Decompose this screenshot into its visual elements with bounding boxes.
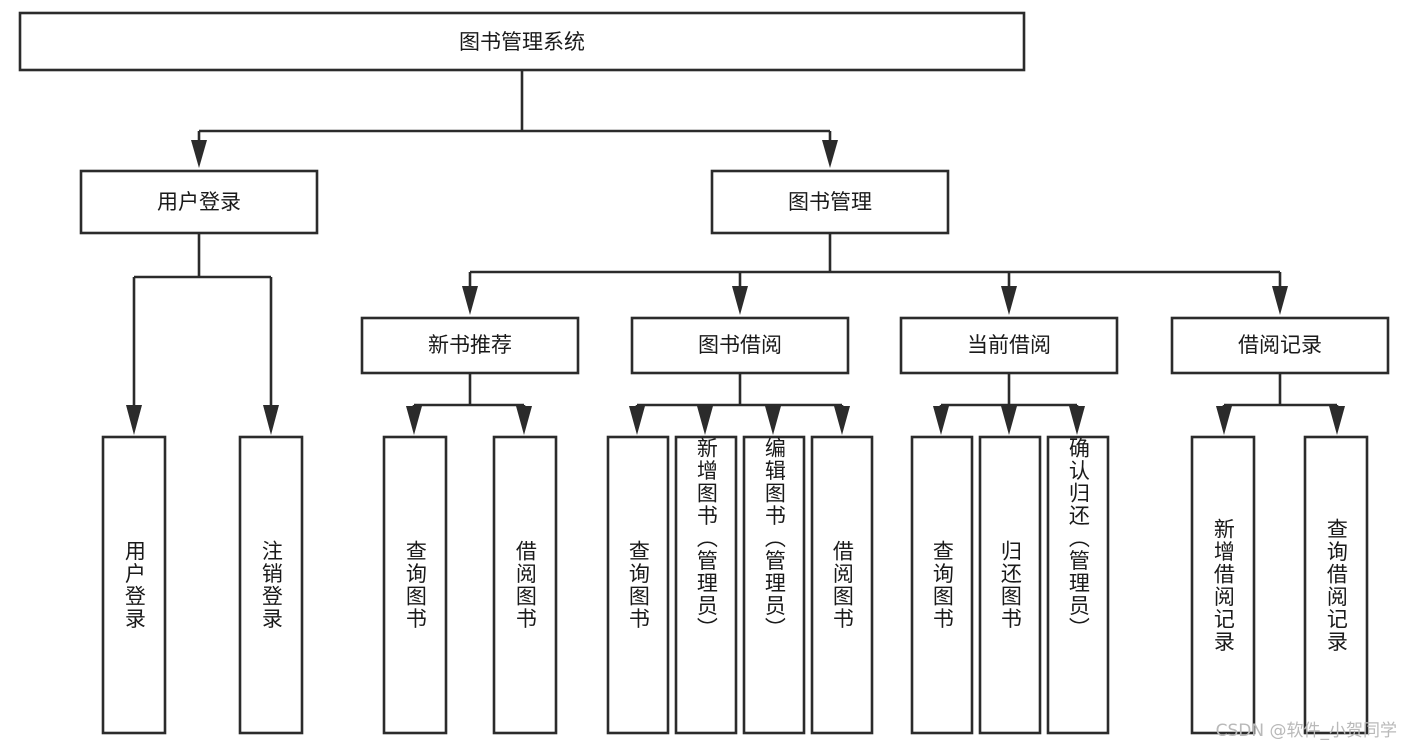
node-label-root: 图书管理系统 <box>459 30 585 54</box>
connector-group-current-borrow <box>933 373 1085 435</box>
arrow-head-leaf-add-book <box>697 406 713 435</box>
connector-group-new-book-recommend <box>406 373 532 435</box>
node-box-leaf-return-book[interactable] <box>978 435 1042 735</box>
node-box-leaf-confirm-return[interactable] <box>1046 435 1110 735</box>
node-box-leaf-borrow-book-1[interactable] <box>492 435 558 735</box>
node-label-current-borrow: 当前借阅 <box>967 333 1051 357</box>
connector-group-user-login <box>126 233 279 435</box>
arrow-head-book-manage <box>822 140 838 168</box>
node-box-leaf-user-login[interactable] <box>101 435 167 735</box>
connector-group-book-manage <box>462 233 1288 315</box>
arrow-head-leaf-user-logout <box>263 405 279 435</box>
arrow-head-leaf-query-record <box>1329 406 1345 435</box>
arrow-head-leaf-query-book-1 <box>406 406 422 435</box>
arrow-head-leaf-user-login <box>126 405 142 435</box>
node-box-leaf-edit-book[interactable] <box>742 435 806 735</box>
connector-group-root <box>191 70 838 168</box>
arrow-head-new-book-recommend <box>462 286 478 315</box>
arrow-head-leaf-query-book-2 <box>629 406 645 435</box>
node-box-root[interactable] <box>18 11 1026 72</box>
node-box-new-book-recommend[interactable] <box>360 316 580 375</box>
node-box-leaf-query-book-3[interactable] <box>910 435 974 735</box>
node-box-leaf-query-record[interactable] <box>1303 435 1369 735</box>
node-label-new-book-recommend: 新书推荐 <box>428 333 512 357</box>
arrow-head-borrow-record <box>1272 286 1288 315</box>
node-box-book-borrow[interactable] <box>630 316 850 375</box>
arrow-head-book-borrow <box>732 286 748 315</box>
arrow-head-user-login <box>191 140 207 168</box>
node-box-leaf-query-book-2[interactable] <box>606 435 670 735</box>
arrow-head-leaf-edit-book <box>765 406 781 435</box>
node-box-leaf-add-book[interactable] <box>674 435 738 735</box>
arrow-head-current-borrow <box>1001 286 1017 315</box>
node-box-book-manage[interactable] <box>710 169 950 235</box>
node-label-user-login: 用户登录 <box>157 190 241 214</box>
node-box-current-borrow[interactable] <box>899 316 1119 375</box>
arrow-head-leaf-return-book <box>1001 406 1017 435</box>
node-box-leaf-user-logout[interactable] <box>238 435 304 735</box>
node-label-book-manage: 图书管理 <box>788 190 872 214</box>
node-box-leaf-query-book-1[interactable] <box>382 435 448 735</box>
arrow-head-leaf-query-book-3 <box>933 406 949 435</box>
node-box-user-login[interactable] <box>79 169 319 235</box>
arrow-head-leaf-confirm-return <box>1069 406 1085 435</box>
node-box-leaf-borrow-book-2[interactable] <box>810 435 874 735</box>
connector-group-borrow-record <box>1216 373 1345 435</box>
node-label-borrow-record: 借阅记录 <box>1238 333 1322 357</box>
arrow-head-leaf-borrow-book-2 <box>834 406 850 435</box>
node-box-borrow-record[interactable] <box>1170 316 1390 375</box>
node-box-leaf-add-record[interactable] <box>1190 435 1256 735</box>
node-label-book-borrow: 图书借阅 <box>698 333 782 357</box>
arrow-head-leaf-borrow-book-1 <box>516 406 532 435</box>
connector-group-book-borrow <box>629 373 850 435</box>
arrow-head-leaf-add-record <box>1216 406 1232 435</box>
